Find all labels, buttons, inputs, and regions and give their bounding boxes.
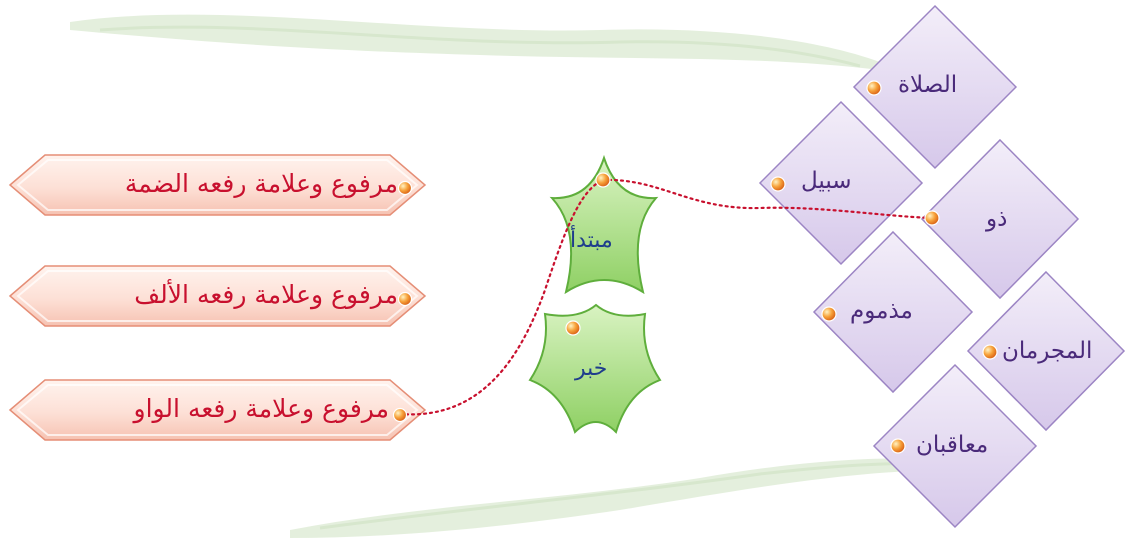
connector-line	[398, 178, 605, 416]
answer-hexagon	[8, 265, 427, 327]
word-label[interactable]: سبيل	[801, 168, 852, 194]
word-label[interactable]: المجرمان	[1002, 338, 1093, 364]
word-diamond	[758, 100, 924, 266]
answer-label[interactable]: مرفوع وعلامة رفعه الواو	[133, 394, 390, 423]
connector-line	[601, 178, 934, 220]
connection-dot[interactable]	[982, 344, 998, 360]
connection-dot[interactable]	[397, 291, 413, 307]
connection-dot[interactable]	[890, 438, 906, 454]
role-star	[549, 154, 659, 295]
answer-hexagon	[8, 154, 427, 216]
word-label[interactable]: الصلاة	[898, 72, 958, 98]
word-label[interactable]: معاقبان	[916, 432, 989, 458]
word-diamond	[852, 4, 1018, 170]
connection-dot[interactable]	[866, 80, 882, 96]
word-diamond	[920, 138, 1080, 300]
connection-dot[interactable]	[770, 176, 786, 192]
brush-stroke-top	[70, 14, 880, 71]
word-label[interactable]: مذموم	[850, 298, 913, 324]
answer-label[interactable]: مرفوع وعلامة رفعه الضمة	[124, 169, 398, 198]
word-diamond	[966, 270, 1126, 432]
word-label[interactable]: ذو	[986, 206, 1008, 232]
connection-dot[interactable]	[821, 306, 837, 322]
connection-dot[interactable]	[397, 180, 413, 196]
connection-dot[interactable]	[565, 320, 581, 336]
role-star	[528, 303, 662, 434]
connection-dot[interactable]	[595, 172, 611, 188]
role-label[interactable]: مبتدأ	[570, 228, 613, 253]
role-label[interactable]: خبر	[575, 356, 608, 381]
answer-hexagon	[8, 379, 427, 441]
connection-dot[interactable]	[392, 407, 408, 423]
connection-dot[interactable]	[924, 210, 940, 226]
word-diamond	[812, 230, 974, 394]
answer-label[interactable]: مرفوع وعلامة رفعه الألف	[134, 280, 398, 309]
word-diamond	[872, 363, 1038, 529]
brush-stroke-bottom	[290, 458, 940, 538]
